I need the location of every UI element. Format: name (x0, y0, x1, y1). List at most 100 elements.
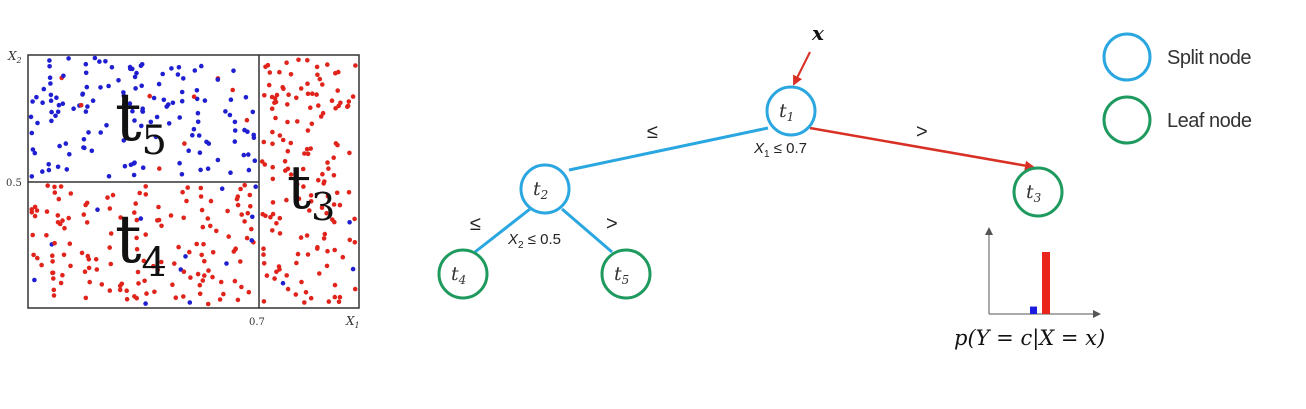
scatter-point (29, 210, 35, 215)
scatter-point (320, 110, 326, 116)
scatter-point (143, 301, 148, 306)
scatter-point (130, 108, 135, 114)
scatter-point (201, 241, 206, 247)
scatter-point (230, 87, 235, 93)
scatter-point (134, 247, 140, 252)
scatter-point (191, 126, 197, 132)
scatter-point (83, 70, 89, 76)
scatter-point (202, 258, 207, 264)
scatter-point (272, 96, 278, 101)
scatter-point (186, 148, 191, 153)
scatter-point (177, 160, 182, 166)
scatter-point (148, 119, 154, 125)
scatter-point (347, 150, 352, 156)
scatter-point (32, 213, 38, 219)
scatter-point (152, 289, 157, 295)
scatter-point (94, 267, 100, 272)
scatter-point (83, 61, 89, 67)
scatter-point (128, 162, 134, 168)
scatter-point (285, 286, 291, 292)
scatter-point (55, 213, 61, 218)
scatter-point (325, 248, 330, 254)
scatter-point (134, 217, 140, 223)
scatter-point (285, 119, 290, 125)
scatter-point (169, 66, 174, 71)
scatter-point (302, 151, 307, 156)
scatter-point (47, 58, 52, 63)
scatter-point (305, 151, 311, 157)
scatter-point (48, 81, 53, 86)
scatter-point (332, 282, 338, 288)
scatter-point (132, 294, 137, 299)
scatter-point (246, 167, 252, 173)
scatter-point (286, 92, 291, 97)
scatter-point (246, 152, 251, 157)
scatter-point (206, 268, 211, 273)
svg-text:t1: t1 (779, 100, 794, 124)
scatter-point (251, 135, 257, 140)
scatter-point (226, 234, 231, 239)
scatter-point (176, 244, 181, 250)
scatter-point (195, 119, 201, 125)
scatter-point (60, 101, 66, 106)
scatter-point (248, 204, 253, 209)
scatter-point (268, 214, 273, 220)
scatter-point (205, 216, 211, 221)
scatter-point (340, 254, 346, 260)
scatter-point (238, 186, 243, 192)
scatter-point (295, 251, 301, 257)
scatter-point (58, 280, 64, 286)
scatter-point (155, 267, 161, 273)
hist-formula: p(Y = c|X = x) (954, 326, 1105, 351)
scatter-point (48, 98, 54, 103)
scatter-point (79, 250, 85, 256)
scatter-point (316, 177, 321, 183)
scatter-point (319, 205, 325, 211)
scatter-point (217, 297, 223, 302)
scatter-point (326, 166, 331, 171)
scatter-point (68, 263, 73, 269)
scatter-point (299, 279, 304, 285)
scatter-point (332, 247, 338, 253)
scatter-point (310, 91, 315, 96)
scatter-point (179, 89, 185, 95)
scatter-point (277, 69, 282, 75)
scatter-point (51, 287, 57, 293)
legend-leaf-swatch (1102, 95, 1152, 145)
scatter-point (345, 103, 351, 109)
scatter-point (172, 261, 177, 266)
scatter-point (40, 100, 45, 105)
scatter-point (288, 172, 294, 177)
scatter-point (337, 202, 343, 208)
scatter-point (223, 109, 228, 114)
scatter-point (320, 82, 325, 87)
hist-bar-blue (1030, 306, 1037, 314)
scatter-point (314, 92, 319, 97)
scatter-point (208, 198, 214, 204)
scatter-point (332, 219, 337, 225)
scatter-point (132, 118, 137, 123)
edge-t2-t5 (561, 207, 613, 254)
scatter-point (185, 185, 190, 190)
edge-t2-t4 (474, 207, 531, 254)
scatter-point (58, 184, 64, 189)
scatter-point (324, 210, 329, 216)
scatter-point (350, 266, 356, 272)
scatter-point (233, 247, 238, 252)
x-tick-label: 0.7 (249, 317, 265, 328)
scatter-point (34, 94, 39, 100)
scatter-point (305, 128, 311, 133)
scatter-point (85, 104, 90, 109)
scatter-point (181, 215, 186, 221)
scatter-point (307, 208, 312, 213)
scatter-point (81, 137, 87, 142)
node-t1: t1 (765, 85, 817, 137)
scatter-point (294, 181, 300, 187)
scatter-point (81, 145, 86, 150)
scatter-point (231, 68, 236, 73)
scatter-point (124, 296, 130, 302)
scatter-point (284, 60, 289, 65)
scatter-point (347, 237, 353, 243)
scatter-point (249, 238, 254, 243)
scatter-point (308, 193, 314, 198)
